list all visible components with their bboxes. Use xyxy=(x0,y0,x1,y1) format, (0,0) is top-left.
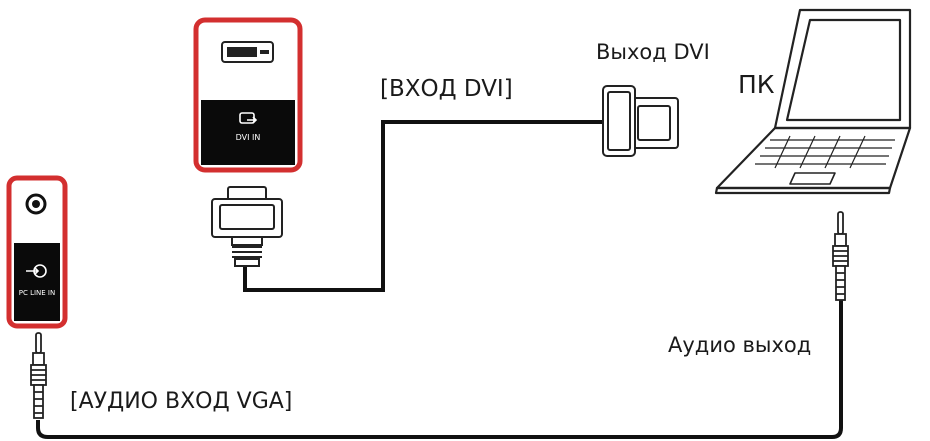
audio-plug-display xyxy=(30,332,47,419)
pc-line-in-port-label: PC LINE IN xyxy=(19,289,55,297)
line-in-arrow-icon xyxy=(26,264,47,278)
dvi-in-panel: DVI IN xyxy=(193,17,303,173)
dvi-input-label: [ВХОД DVI] xyxy=(380,76,513,102)
pc-label: ПК xyxy=(738,70,775,99)
vga-audio-input-label: [АУДИО ВХОД VGA] xyxy=(70,389,293,414)
dvi-in-port-label: DVI IN xyxy=(236,133,261,142)
audio-jack-icon xyxy=(25,193,47,215)
audio-plug-pc xyxy=(832,211,849,301)
dvi-output-label: Выход DVI xyxy=(596,40,710,64)
pc-line-in-panel: PC LINE IN xyxy=(6,175,68,329)
dvi-connector-pc xyxy=(602,85,679,157)
dvi-socket-icon xyxy=(221,41,274,63)
dvi-connector-display xyxy=(211,186,283,267)
audio-cable xyxy=(36,300,843,439)
laptop-icon xyxy=(714,8,912,195)
input-arrow-icon xyxy=(239,112,258,124)
audio-output-label: Аудио выход xyxy=(668,333,812,357)
dvi-cable xyxy=(243,120,612,292)
